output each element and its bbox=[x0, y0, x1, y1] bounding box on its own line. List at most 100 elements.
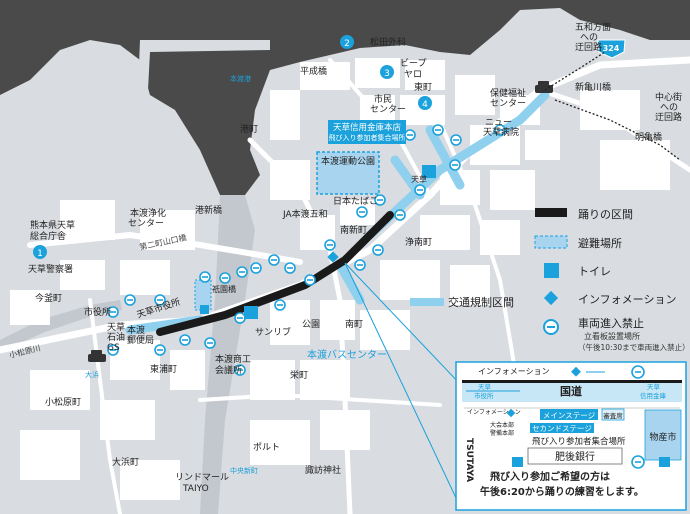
no-entry-icon bbox=[356, 206, 368, 218]
info-diamond-icon bbox=[327, 251, 339, 263]
legend-info-icon bbox=[543, 290, 559, 306]
svg-text:港町: 港町 bbox=[240, 123, 258, 135]
no-entry-icon bbox=[414, 184, 426, 196]
svg-text:JA本渡五和: JA本渡五和 bbox=[282, 208, 328, 220]
inset-bank-box bbox=[527, 447, 623, 465]
route-324-label: 324 bbox=[603, 44, 620, 53]
svg-text:日本たばこ: 日本たばこ bbox=[333, 195, 378, 207]
bank-label-1: 天草信用金庫本店 bbox=[333, 122, 402, 133]
no-entry-icon bbox=[107, 306, 119, 318]
inset-detail: インフォメーション 国道 天草 市役所 天草 信用金庫 インフォメーション 大会… bbox=[455, 361, 687, 511]
no-entry-icon bbox=[154, 344, 166, 356]
no-entry-icon bbox=[449, 159, 461, 171]
legend-no-entry-sub1: 立看板設置場所 bbox=[584, 331, 640, 341]
no-entry-icon bbox=[494, 124, 506, 136]
svg-text:審査席: 審査席 bbox=[603, 411, 623, 420]
svg-text:東浦町: 東浦町 bbox=[150, 363, 177, 375]
dance-route bbox=[156, 211, 394, 336]
evac-area-park bbox=[316, 151, 380, 195]
svg-text:肥後銀行: 肥後銀行 bbox=[555, 450, 595, 463]
svg-text:中心街: 中心街 bbox=[655, 91, 682, 103]
no-entry-icon bbox=[250, 262, 262, 274]
svg-text:GS: GS bbox=[107, 343, 120, 353]
legend-traffic-swatch bbox=[410, 298, 444, 306]
legend-evac-label: 避難場所 bbox=[578, 236, 622, 250]
legend-toilet-label: トイレ bbox=[578, 265, 611, 278]
svg-text:警備本部: 警備本部 bbox=[490, 429, 514, 437]
inset-note-1: 飛び入り参加ご希望の方は bbox=[489, 470, 610, 483]
no-entry-icon bbox=[199, 271, 211, 283]
marker-1-label: 1 bbox=[37, 249, 43, 259]
inset-toilet-icon bbox=[512, 457, 523, 467]
svg-text:南町: 南町 bbox=[345, 318, 363, 330]
svg-text:メインステージ: メインステージ bbox=[543, 411, 596, 420]
no-entry-icon bbox=[432, 124, 444, 136]
evac-area-bank bbox=[328, 120, 406, 144]
svg-text:迂回路: 迂回路 bbox=[575, 41, 602, 53]
svg-text:への: への bbox=[660, 103, 678, 113]
legend-evac-swatch bbox=[534, 235, 568, 249]
svg-text:中央新町: 中央新町 bbox=[230, 466, 258, 475]
svg-text:会議所: 会議所 bbox=[215, 364, 242, 376]
inset-bussan bbox=[644, 409, 682, 461]
no-entry-icon bbox=[179, 334, 191, 346]
svg-text:本渡浄化: 本渡浄化 bbox=[130, 207, 166, 219]
inset-info-left-marker bbox=[506, 408, 516, 418]
marker-3 bbox=[380, 65, 394, 79]
detour-arrows bbox=[544, 51, 681, 161]
svg-text:明亀橋: 明亀橋 bbox=[635, 131, 662, 143]
svg-text:セカンドステージ: セカンドステージ bbox=[532, 424, 592, 433]
marker-2 bbox=[340, 35, 354, 49]
inset-info-left: インフォメーション bbox=[467, 409, 521, 416]
svg-text:リンドマール: リンドマール bbox=[175, 473, 229, 483]
callout-lines bbox=[344, 262, 463, 501]
svg-text:迂回路: 迂回路 bbox=[655, 111, 682, 123]
legend-toilet-icon bbox=[544, 263, 559, 278]
svg-text:浄南町: 浄南町 bbox=[405, 236, 432, 248]
inset-judge-seat bbox=[601, 408, 625, 421]
inset-info-marker bbox=[571, 366, 581, 377]
toilet-icons bbox=[200, 165, 436, 319]
svg-text:総合庁舎: 総合庁舎 bbox=[30, 230, 66, 242]
svg-text:郵便局: 郵便局 bbox=[127, 334, 154, 346]
no-entry-icon bbox=[372, 244, 384, 256]
no-entry-icon bbox=[394, 209, 406, 221]
inset-second-stage bbox=[530, 423, 594, 433]
inset-main-stage bbox=[540, 409, 598, 420]
svg-text:石油: 石油 bbox=[107, 331, 125, 343]
svg-text:天草: 天草 bbox=[647, 382, 661, 391]
toilet-icon bbox=[200, 305, 209, 314]
svg-text:センター: センター bbox=[370, 104, 406, 115]
svg-text:熊本県天草: 熊本県天草 bbox=[30, 219, 75, 231]
inset-tsutaya: TSUTAYA bbox=[464, 438, 474, 482]
svg-text:天草警察署: 天草警察署 bbox=[28, 263, 73, 275]
marker-2-label: 2 bbox=[344, 39, 350, 49]
legend-no-entry-label: 車両進入禁止 bbox=[578, 316, 644, 330]
legend-no-entry-icon bbox=[543, 319, 559, 335]
svg-text:天草: 天草 bbox=[107, 321, 125, 333]
no-entry-icon bbox=[450, 134, 462, 146]
svg-text:新亀川橋: 新亀川橋 bbox=[575, 81, 611, 93]
marker-4 bbox=[418, 96, 432, 110]
svg-text:天草: 天草 bbox=[478, 382, 492, 391]
no-entry-icon bbox=[284, 262, 296, 274]
no-entry-icon bbox=[204, 337, 216, 349]
svg-text:港新橋: 港新橋 bbox=[195, 204, 222, 216]
no-entry-icon bbox=[124, 294, 136, 306]
svg-text:信用金庫: 信用金庫 bbox=[640, 391, 667, 400]
inset-toilet-icon bbox=[659, 457, 670, 467]
svg-text:大浜: 大浜 bbox=[85, 370, 99, 379]
no-entry-icon bbox=[107, 344, 119, 356]
legend-info-label: インフォメーション bbox=[578, 293, 676, 306]
pier bbox=[138, 40, 270, 90]
inset-info-label: インフォメーション bbox=[478, 367, 550, 376]
no-entry-icon bbox=[268, 254, 280, 266]
marker-1 bbox=[33, 245, 47, 259]
no-entry-icon bbox=[404, 129, 416, 141]
map-number-markers: 1 2 3 4 bbox=[33, 35, 432, 259]
legend-dance-label: 踊りの区間 bbox=[578, 208, 633, 221]
no-entry-icon bbox=[236, 266, 248, 278]
svg-text:市役所: 市役所 bbox=[84, 306, 111, 318]
svg-text:祇園橋: 祇園橋 bbox=[212, 284, 236, 294]
park-label: 本渡運動公園 bbox=[321, 155, 375, 167]
